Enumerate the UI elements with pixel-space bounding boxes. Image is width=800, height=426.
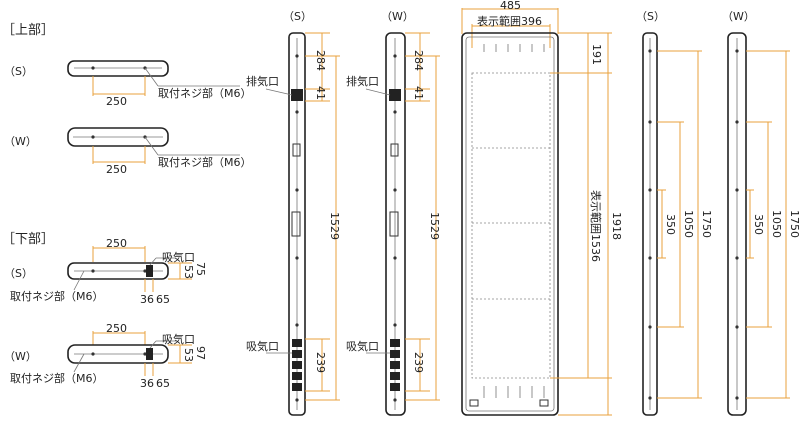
top-section-title: ［上部］	[2, 23, 55, 38]
back-w-label: （W）	[722, 10, 755, 23]
back-s-dim-1750: 1750	[700, 210, 713, 238]
back-s-dim-1050: 1050	[682, 210, 695, 238]
bottom-w-dim-97: 97	[194, 346, 207, 360]
side-s-dim-1529: 1529	[328, 212, 341, 240]
back-w-dim-1750: 1750	[788, 210, 800, 238]
top-s-screw-label: 取付ネジ部（M6）	[158, 87, 252, 100]
bottom-w-dim-65: 65	[156, 377, 170, 390]
front-display-width: 表示範囲396	[477, 15, 542, 28]
side-w-dim-239: 239	[412, 352, 425, 373]
side-s-label: （S）	[283, 10, 312, 23]
bottom-s-dim-65: 65	[156, 293, 170, 306]
bottom-section-title: ［下部］	[2, 232, 55, 247]
bottom-s-intake-label: 吸気口	[162, 251, 195, 264]
top-w-label: （W）	[4, 135, 37, 148]
front-view-body	[461, 8, 612, 416]
top-s-dim-width: 250	[106, 95, 127, 108]
front-dim-1918: 1918	[610, 212, 623, 240]
side-w-dim-284: 284	[412, 50, 425, 71]
top-s-label: （S）	[4, 65, 33, 78]
bottom-s-dim-36: 36	[140, 293, 154, 306]
bottom-w-screw-label: 取付ネジ部（M6）	[10, 372, 104, 385]
bottom-s-screw-label: 取付ネジ部（M6）	[10, 290, 104, 303]
side-w-dim-1529: 1529	[428, 212, 441, 240]
side-w-intake-label: 吸気口	[346, 340, 379, 353]
bottom-s-dim-75: 75	[194, 262, 207, 276]
bottom-w-label: （W）	[4, 350, 37, 363]
front-display-height: 表示範囲1536	[589, 190, 602, 262]
side-s-intake-label: 吸気口	[246, 340, 279, 353]
back-w-dim-350: 350	[752, 214, 765, 235]
side-w-body	[365, 32, 440, 416]
back-s-body	[642, 32, 702, 416]
side-w-exhaust-label: 排気口	[346, 75, 379, 88]
side-s-dim-41: 41	[314, 86, 327, 100]
back-s-dim-350: 350	[664, 214, 677, 235]
front-dim-485: 485	[500, 0, 521, 12]
bottom-w-dim-36: 36	[140, 377, 154, 390]
side-s-dim-239: 239	[314, 352, 327, 373]
back-w-body	[727, 32, 790, 416]
side-w-label: （W）	[381, 10, 414, 23]
side-w-dim-41: 41	[412, 86, 425, 100]
bottom-w-intake-label: 吸気口	[162, 333, 195, 346]
back-w-dim-1050: 1050	[770, 210, 783, 238]
top-w-bar	[67, 127, 240, 164]
top-s-bar	[67, 60, 240, 96]
side-s-dim-284: 284	[314, 50, 327, 71]
bottom-s-dim-53: 53	[182, 265, 195, 279]
top-w-dim-width: 250	[106, 163, 127, 176]
bottom-w-dim-53: 53	[182, 348, 195, 362]
back-s-label: （S）	[636, 10, 665, 23]
bottom-s-bar	[67, 246, 192, 292]
bottom-w-bar	[67, 331, 192, 376]
bottom-w-dim-width: 250	[106, 322, 127, 335]
side-s-body	[265, 32, 340, 416]
side-s-exhaust-label: 排気口	[246, 75, 279, 88]
top-w-screw-label: 取付ネジ部（M6）	[158, 156, 252, 169]
bottom-s-label: （S）	[4, 267, 33, 280]
front-dim-191: 191	[590, 44, 603, 65]
bottom-s-dim-width: 250	[106, 237, 127, 250]
